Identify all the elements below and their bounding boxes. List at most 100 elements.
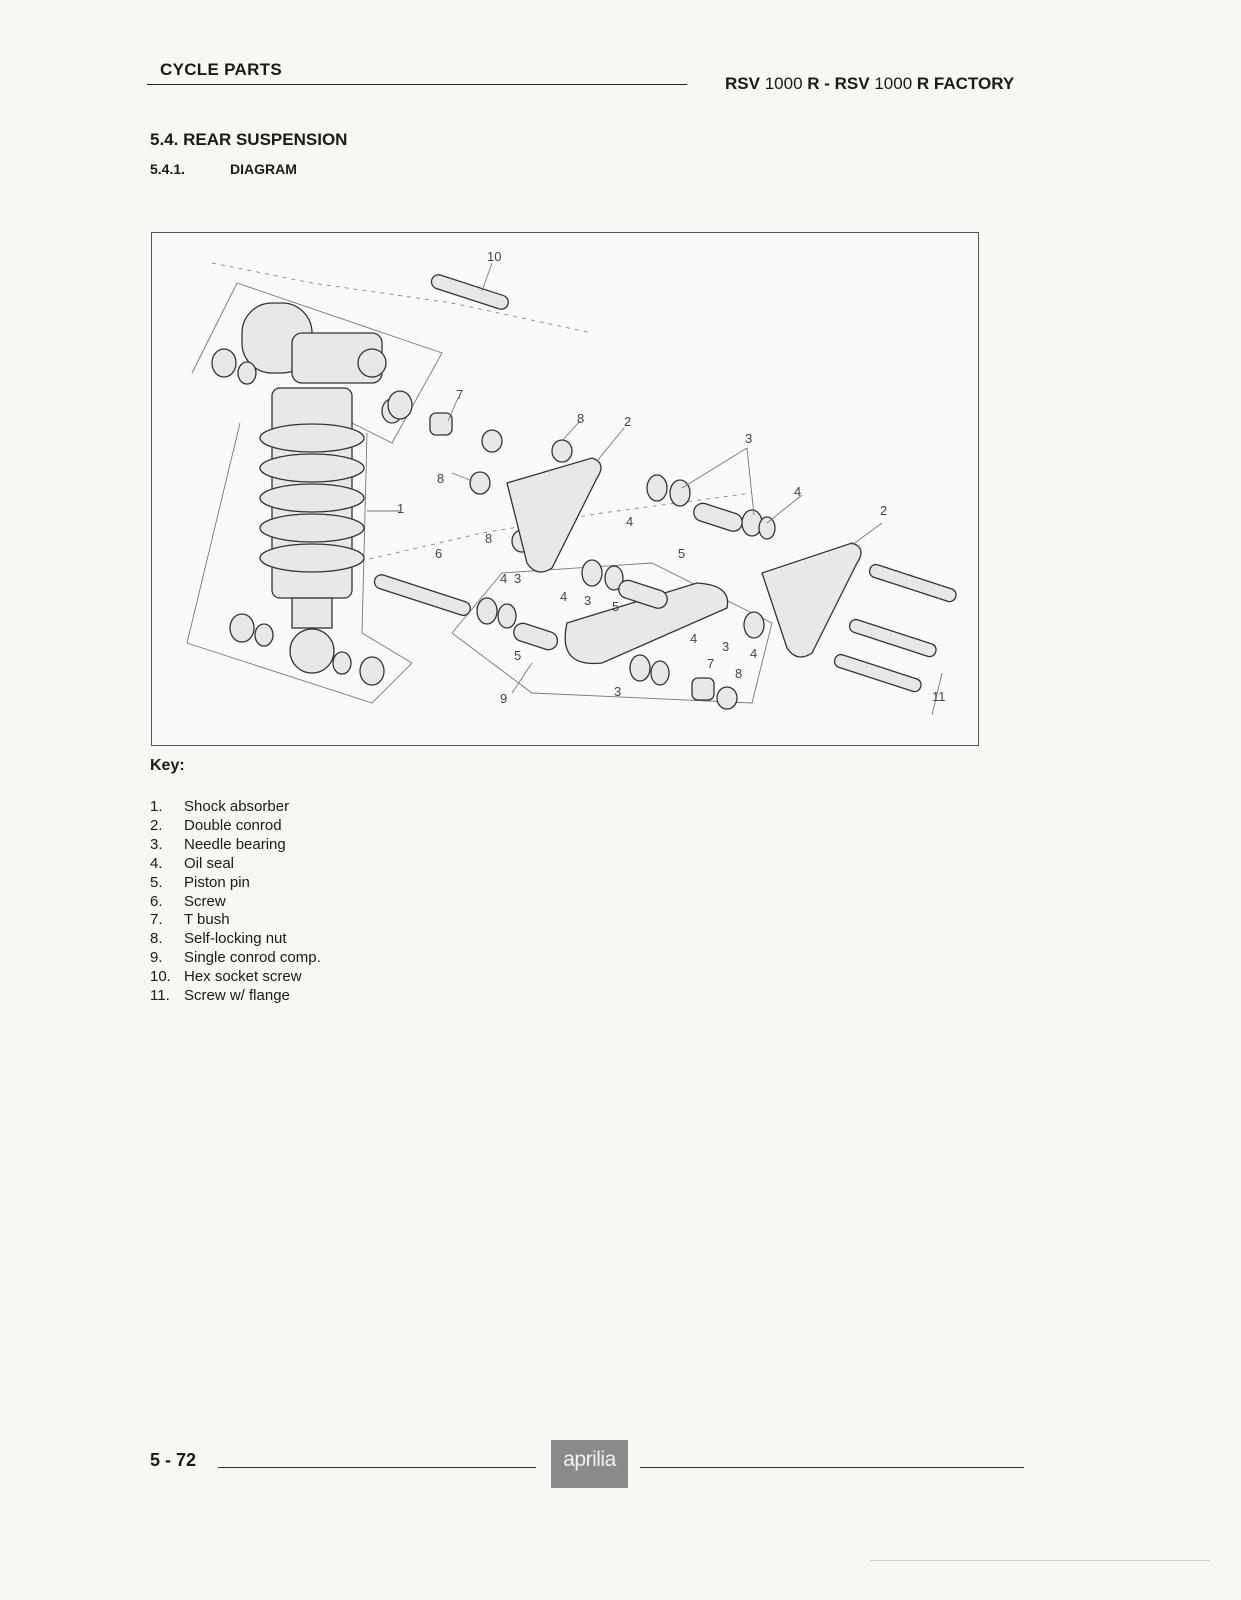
callout: 9	[500, 691, 507, 706]
header-rule	[147, 84, 687, 85]
key-item: 5. Piston pin	[150, 874, 321, 893]
aprilia-logo: aprilia	[551, 1440, 628, 1488]
callout: 8	[485, 531, 492, 546]
double-conrod-right	[761, 542, 862, 658]
key-list: 1. Shock absorber 2. Double conrod 3. Needl…	[150, 798, 321, 1006]
callout: 3	[745, 431, 752, 446]
callout: 5	[514, 648, 521, 663]
key-item: 8. Self-locking nut	[150, 930, 321, 949]
subsection-title: 5.4.1. DIAGRAM	[150, 161, 297, 177]
callout: 4	[560, 589, 567, 604]
model-part-2: 1000	[764, 74, 803, 93]
bearings-and-pins	[476, 474, 776, 710]
outline-single-conrod	[451, 562, 773, 704]
subsection-label: DIAGRAM	[230, 161, 297, 177]
callout: 6	[435, 546, 442, 561]
callout: 8	[735, 666, 742, 681]
shock-seals	[211, 348, 413, 686]
key-number: 5.	[150, 873, 163, 891]
outline-upper-shock	[191, 282, 443, 444]
key-item: 9. Single conrod comp.	[150, 949, 321, 968]
callout: 8	[577, 411, 584, 426]
key-item: 10. Hex socket screw	[150, 968, 321, 987]
callout: 4	[750, 646, 757, 661]
key-number: 6.	[150, 892, 163, 910]
key-number: 4.	[150, 854, 163, 872]
model-part-1: RSV	[725, 74, 760, 93]
outline-lower-shock	[186, 422, 413, 704]
key-text: Double conrod	[184, 816, 282, 834]
model-part-5: R FACTORY	[916, 74, 1015, 93]
callout: 5	[678, 546, 685, 561]
diagram-drawing: 10 7 8 2 3 8 1 4 4 5 8 6 2 4 3 4 3 5 5 4…	[186, 249, 957, 716]
key-text: Piston pin	[184, 873, 250, 891]
key-text: Hex socket screw	[184, 968, 302, 986]
scan-artifact-line	[870, 1560, 1210, 1561]
callout: 4	[500, 571, 507, 586]
model-title: RSV 1000 R - RSV 1000 R FACTORY	[725, 74, 1014, 94]
key-text: T bush	[184, 911, 230, 929]
footer-rule-left	[218, 1467, 536, 1468]
exploded-diagram: 10 7 8 2 3 8 1 4 4 5 8 6 2 4 3 4 3 5 5 4…	[151, 232, 979, 746]
key-item: 3. Needle bearing	[150, 836, 321, 855]
hex-socket-screw	[430, 274, 509, 310]
key-text: Shock absorber	[184, 798, 290, 815]
flange-screws	[833, 563, 957, 693]
key-number: 7.	[150, 911, 163, 929]
key-item: 7. T bush	[150, 911, 321, 930]
callout: 7	[707, 656, 714, 671]
model-part-4: 1000	[874, 74, 913, 93]
dash-guide-2	[351, 492, 753, 564]
callout: 3	[514, 571, 521, 586]
callout: 3	[614, 684, 621, 699]
key-text: Screw w/ flange	[184, 987, 290, 1005]
key-number: 10.	[150, 968, 171, 986]
key-item: 11. Screw w/ flange	[150, 987, 321, 1006]
key-item: 6. Screw	[150, 893, 321, 912]
shock-rod	[291, 597, 333, 629]
shock-adjuster	[357, 348, 387, 378]
key-number: 2.	[150, 816, 163, 834]
key-number: 11.	[150, 987, 170, 1005]
shock-spring	[259, 423, 365, 573]
key-item: 2. Double conrod	[150, 817, 321, 836]
callout: 8	[437, 471, 444, 486]
shock-lower-eye	[289, 628, 335, 674]
callout: 4	[794, 484, 801, 499]
callout: 3	[584, 593, 591, 608]
model-part-3: R - RSV	[807, 74, 870, 93]
key-text: Screw	[184, 892, 226, 910]
callout: 7	[456, 387, 463, 402]
key-text: Needle bearing	[184, 835, 286, 853]
callout-labels: 10 7 8 2 3 8 1 4 4 5 8 6 2 4 3 4 3 5 5 4…	[397, 249, 946, 706]
key-text: Single conrod comp.	[184, 949, 321, 967]
callout: 2	[624, 414, 631, 429]
callout: 3	[722, 639, 729, 654]
leader-lines	[367, 262, 943, 716]
callout: 4	[690, 631, 697, 646]
footer-rule-right	[640, 1467, 1024, 1468]
key-number: 8.	[150, 930, 163, 948]
key-number: 1.	[150, 798, 163, 815]
section-title: 5.4. REAR SUSPENSION	[150, 130, 348, 149]
double-conrod-left	[506, 457, 602, 573]
dash-guide-1	[211, 262, 593, 334]
callout: 1	[397, 501, 404, 516]
key-item: 1. Shock absorber	[150, 798, 321, 817]
subsection-number: 5.4.1.	[150, 161, 186, 177]
screw-6	[373, 574, 471, 617]
callout: 4	[626, 514, 633, 529]
key-heading: Key:	[150, 757, 185, 774]
callout: 10	[487, 249, 501, 264]
single-conrod	[564, 582, 729, 665]
key-text: Self-locking nut	[184, 930, 287, 948]
key-number: 3.	[150, 835, 163, 853]
key-number: 9.	[150, 949, 163, 967]
page-number: 5 - 72	[150, 1450, 197, 1470]
callout: 11	[932, 689, 946, 704]
key-item: 4. Oil seal	[150, 855, 321, 874]
key-text: Oil seal	[184, 854, 235, 872]
section-name: CYCLE PARTS	[160, 60, 282, 79]
callout: 2	[880, 503, 887, 518]
callout: 5	[612, 599, 619, 614]
